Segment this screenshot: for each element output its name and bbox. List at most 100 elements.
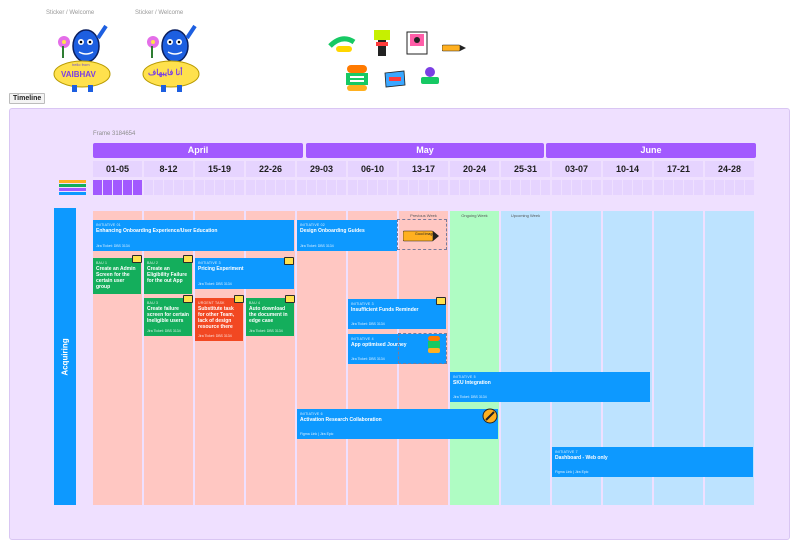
card-title: Enhancing Onboarding Experience/User Edu… [96,228,218,234]
card-category: BAU 4 [249,301,261,305]
good-image-label: Good Image [415,232,435,236]
card-category: INITIATIVE 5 [453,375,476,379]
initiative-card[interactable]: INITIATIVE 3 Pricing Experiment Jira Tic… [195,258,294,289]
column-label-upcoming: Upcoming Week [510,213,541,218]
day-cells [450,180,499,195]
week-header: 15-19 [195,161,244,177]
week-column [195,211,244,505]
card-title: Create an Eligibility Failure for the ou… [147,266,188,284]
legend-swatch [59,188,86,191]
week-header: 22-26 [246,161,295,177]
week-header: 13-17 [399,161,448,177]
urgent-card[interactable]: URGENT TASK Substitute task for other Te… [195,298,243,341]
badge-icon [183,295,193,303]
bau-card[interactable]: BAU 2 Create an Eligibility Failure for … [144,258,192,294]
day-cells [144,180,193,195]
sticker-caption-1: Sticker / Welcome [46,10,95,16]
done-sticker[interactable] [328,32,356,61]
initiative-card[interactable]: INITIATIVE 02 Design Onboarding Guides J… [297,220,397,251]
card-title: Pricing Experiment [198,266,244,272]
initiative-card[interactable]: INITIATIVE 5 SKU Integration Jira Ticket… [450,372,650,402]
legend-swatch [59,180,86,183]
card-title: SKU Integration [453,380,491,386]
card-ticket: Jira Ticket: DBS 3134 [453,395,487,399]
week-column-upcoming [501,211,550,505]
welcome-1-small-text: hello from [72,62,90,67]
week-column-ongoing [450,211,499,505]
swimlane-label: Acquiring [60,337,70,376]
badge-icon [132,255,142,263]
welcome-sticker-2[interactable]: أنا فايبهاف [141,22,203,96]
welcome-2-text: أنا فايبهاف [148,68,183,77]
week-header: 24-28 [705,161,754,177]
card-ticket: Jira Ticket: DBS 3134 [249,329,283,333]
dashed-selection [398,333,447,364]
bau-card[interactable]: BAU 1 Create an Admin Screen for the cer… [93,258,141,294]
week-header: 17-21 [654,161,703,177]
badge-icon [285,295,295,303]
badge-icon [234,295,244,303]
card-category: INITIATIVE 3 [198,261,221,265]
burger-sticker[interactable] [427,335,441,360]
day-cells [246,180,295,195]
week-header: 01-05 [93,161,142,177]
welcome-sticker-1[interactable]: hello from VAIBHAV [52,22,114,96]
card-title: Activation Research Collaboration [300,417,382,423]
card-ticket: Jira Ticket: DBS 3134 [351,357,385,361]
persona-sticker[interactable] [419,66,441,91]
photo-frame-sticker[interactable] [406,31,428,60]
initiative-card[interactable]: INITIATIVE 01 Enhancing Onboarding Exper… [93,220,294,251]
dashed-selection [397,219,447,250]
card-title: Auto download the document in edge case [249,306,288,324]
bau-card[interactable]: BAU 4 Auto download the document in edge… [246,298,294,336]
card-category: INITIATIVE 01 [96,223,121,227]
card-ticket: Jira Ticket: DBS 3134 [198,334,232,338]
week-header: 10-14 [603,161,652,177]
card-category: INITIATIVE 7 [555,450,578,454]
card-ticket: Jira Ticket: DBS 3134 [351,322,385,326]
day-cells [654,180,703,195]
initiative-card[interactable]: INITIATIVE 6 Activation Research Collabo… [297,409,498,439]
help-sticker[interactable] [384,70,406,93]
done-before-time-sticker[interactable] [345,64,369,97]
card-title: Design Onboarding Guides [300,228,365,234]
wip-sticker[interactable] [372,28,394,63]
card-category: INITIATIVE 3 [351,302,374,306]
week-header: 8-12 [144,161,193,177]
legend-swatch [59,192,86,195]
pencil-sticker[interactable] [441,39,466,57]
week-header: 20-24 [450,161,499,177]
initiative-card[interactable]: INITIATIVE 3 Insufficient Funds Reminder… [348,299,446,329]
day-cells [93,180,142,195]
week-header: 06-10 [348,161,397,177]
pen-sticker[interactable] [482,408,498,429]
card-ticket: Jira Ticket: DBS 3134 [147,329,181,333]
day-cells [501,180,550,195]
card-category: INITIATIVE 4 [351,337,374,341]
initiative-card[interactable]: INITIATIVE 7 Dashboard - Web only Figma … [552,447,753,477]
week-header: 03-07 [552,161,601,177]
frame-label: Frame 3184654 [93,131,136,137]
card-title: Dashboard - Web only [555,455,608,461]
card-ticket: Jira Ticket: DBS 3134 [300,244,334,248]
card-category: BAU 3 [147,301,159,305]
day-cells [297,180,346,195]
good-image-sticker[interactable]: Good Image [402,229,439,242]
swimlane-acquiring[interactable]: Acquiring [54,208,76,505]
card-ticket: Figma Link | Jira Epic [300,432,334,436]
month-may: May [306,143,544,158]
card-category: INITIATIVE 02 [300,223,325,227]
card-title: Create failure screen for certain Inelig… [147,306,189,324]
card-category: BAU 1 [96,261,108,265]
column-label-ongoing: Ongoing Week [461,213,488,218]
card-category: URGENT TASK [198,301,225,305]
badge-icon [183,255,193,263]
card-title: App optimised Journey [351,342,407,348]
day-cells [603,180,652,195]
day-cells [705,180,754,195]
bau-card[interactable]: BAU 3 Create failure screen for certain … [144,298,192,336]
sticker-caption-2: Sticker / Welcome [135,10,184,16]
week-header: 29-03 [297,161,346,177]
timeline-frame-tag[interactable]: Timeline [9,93,46,104]
badge-icon [284,257,294,265]
